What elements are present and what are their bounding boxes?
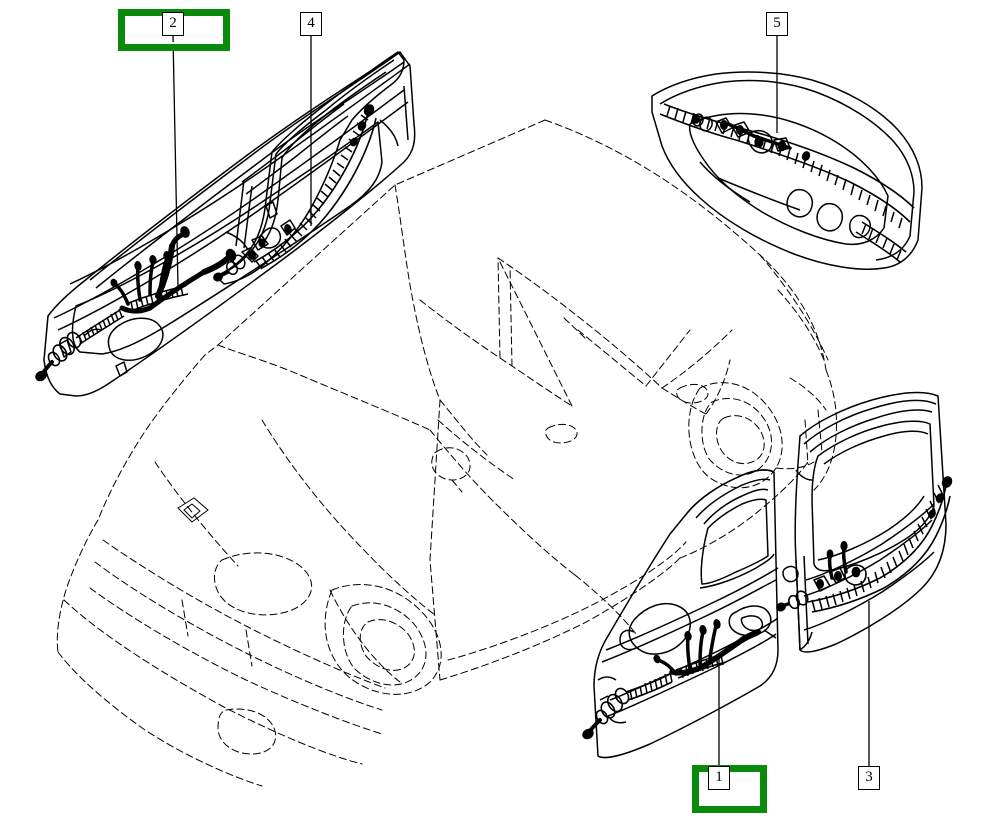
callout-box-2[interactable]: 2: [162, 12, 184, 36]
callout-box-3[interactable]: 3: [858, 766, 880, 790]
callout-box-4[interactable]: 4: [300, 12, 322, 36]
callout-box-5[interactable]: 5: [766, 12, 788, 36]
callout-box-1[interactable]: 1: [708, 766, 730, 790]
leader-line-2: [172, 35, 179, 289]
